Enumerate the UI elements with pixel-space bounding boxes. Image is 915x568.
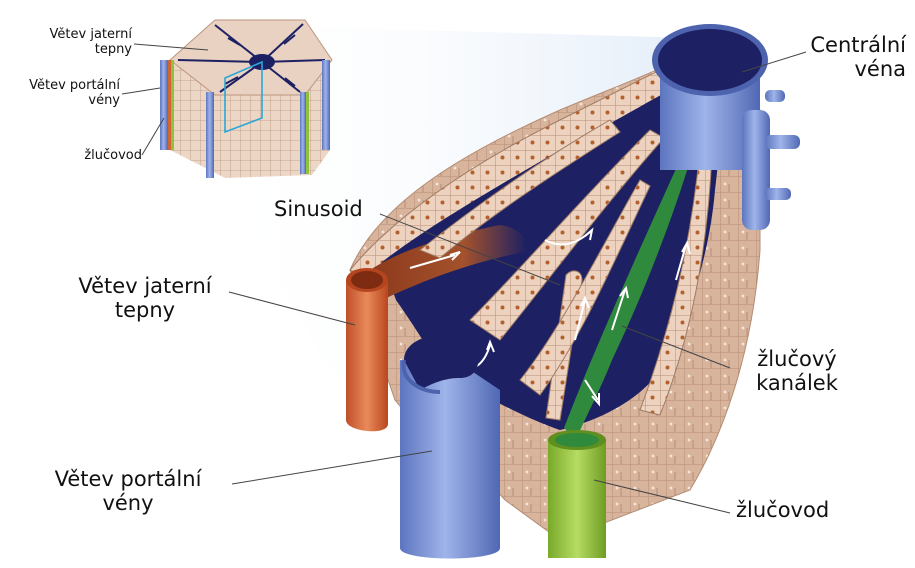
label-bile-canaliculus-line2: kanálek [732, 372, 862, 396]
inset-label-bile-duct-text: žlučovod [36, 149, 142, 164]
label-bile-duct: žlučovod [736, 499, 829, 523]
inset-label-hepatic-artery-line1: Větev jaterní [12, 28, 132, 43]
label-bile-canaliculus-line1: žlučový [732, 348, 862, 372]
label-central-vein-line2: véna [796, 58, 906, 82]
inset-lobule [160, 20, 332, 178]
label-central-vein: Centrální véna [796, 34, 906, 81]
label-portal-vein-line2: vény [28, 492, 228, 516]
inset-label-portal-vein-line2: vény [4, 94, 120, 109]
inset-label-portal-vein: Větev portální vény [4, 79, 120, 108]
hepatic-artery-tube [346, 268, 388, 431]
label-portal-vein: Větev portální vény [28, 468, 228, 515]
inset-label-hepatic-artery: Větev jaterní tepny [12, 28, 132, 57]
label-hepatic-artery-line1: Větev jaterní [60, 275, 230, 299]
bile-duct-tube [548, 430, 606, 558]
label-hepatic-artery-line2: tepny [60, 299, 230, 323]
label-portal-vein-line1: Větev portální [28, 468, 228, 492]
label-bile-canaliculus: žlučový kanálek [732, 348, 862, 395]
label-sinusoid: Sinusoid [274, 198, 363, 222]
label-bile-duct-text: žlučovod [736, 499, 829, 523]
label-central-vein-line1: Centrální [796, 34, 906, 58]
inset-label-hepatic-artery-line2: tepny [12, 43, 132, 58]
inset-label-bile-duct: žlučovod [36, 149, 142, 164]
label-hepatic-artery: Větev jaterní tepny [60, 275, 230, 322]
label-sinusoid-text: Sinusoid [274, 198, 363, 222]
inset-label-portal-vein-line1: Větev portální [4, 79, 120, 94]
